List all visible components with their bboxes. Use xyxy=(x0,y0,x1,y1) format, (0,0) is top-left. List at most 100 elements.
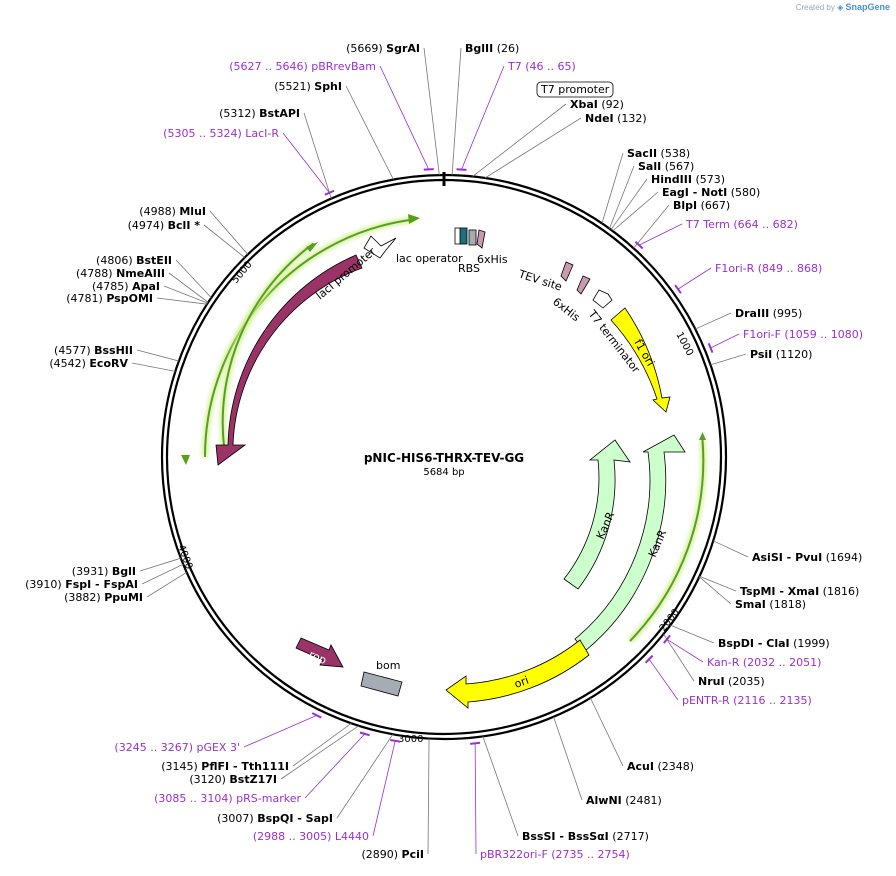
enzyme-position: (4577) xyxy=(54,344,94,357)
primer-marker-pentr-r xyxy=(644,654,654,664)
enzyme-name: EagI - NotI xyxy=(662,186,727,199)
enzyme-position: (995) xyxy=(769,307,802,320)
enzyme-name: PflFI - Tth111I xyxy=(201,760,289,773)
enzyme-label-sacii: SacII (538) xyxy=(627,147,690,160)
enzyme-leader-bgli xyxy=(139,557,181,572)
enzyme-label-nmeaiii: (4788) NmeAIII xyxy=(76,267,165,280)
enzyme-name: NmeAIII xyxy=(116,267,165,280)
enzyme-position: (4806) xyxy=(96,254,136,267)
primer-leader-laci-r xyxy=(282,132,330,194)
enzyme-position: (3145) xyxy=(161,760,201,773)
enzyme-name: ApaI xyxy=(132,280,160,293)
primer-label-prs-marker: (3085 .. 3104) pRS-marker xyxy=(154,792,301,805)
enzyme-position: (567) xyxy=(661,160,694,173)
enzyme-label-bspqi: (3007) BspQI - SapI xyxy=(217,812,333,825)
enzyme-position: (1818) xyxy=(766,598,806,611)
primer-leader-t7-term xyxy=(638,223,683,246)
enzyme-leader-mlui xyxy=(209,210,249,255)
feature-rbs: RBS xyxy=(458,262,480,275)
feature-6xhis-2: 6xHis xyxy=(550,295,582,324)
enzyme-site-labels: (5669) SgrAI BglII (26) (5521) SphI XbaI (9… xyxy=(25,42,862,861)
enzyme-leader-bsshii xyxy=(136,349,179,362)
primer-label-pentr-r: pENTR-R (2116 .. 2135) xyxy=(682,694,812,707)
enzyme-name: TspMI - XmaI xyxy=(740,585,819,598)
enzyme-leader-bcli xyxy=(203,224,245,258)
enzyme-label-bglii: BglII (26) xyxy=(465,42,519,55)
enzyme-label-pspomi: (4781) PspOMI xyxy=(66,292,153,305)
t7-promoter-box xyxy=(536,81,614,98)
primer-leader-f1ori-r xyxy=(677,267,712,290)
enzyme-label-sgrai: (5669) SgrAI xyxy=(346,42,420,55)
rop-arrow xyxy=(295,637,344,668)
enzyme-label-fspi: (3910) FspI - FspAI xyxy=(25,578,138,591)
enzyme-position: (2481) xyxy=(622,794,662,807)
enzyme-leader-bspqi xyxy=(336,734,394,819)
enzyme-leader-sali xyxy=(609,165,635,229)
enzyme-position: (573) xyxy=(692,173,725,186)
primer-leader-pentr-r xyxy=(648,658,679,701)
enzyme-leader-sacii xyxy=(601,152,624,224)
enzyme-label-smai: SmaI (1818) xyxy=(735,598,806,611)
f1-ori-arrow xyxy=(610,307,671,413)
enzyme-label-blpi: BlpI (667) xyxy=(673,199,730,212)
enzyme-leader-pspomi xyxy=(156,297,208,305)
enzyme-label-bspdi: BspDI - ClaI (1999) xyxy=(718,637,830,650)
primer-marker-f1ori-f xyxy=(707,343,714,354)
enzyme-label-bstapi: (5312) BstAPI xyxy=(219,107,300,120)
enzyme-leader-psii xyxy=(710,353,747,366)
enzyme-name: SgrAI xyxy=(386,42,420,55)
plasmid-name: pNIC-HIS6-THRX-TEV-GG xyxy=(364,451,524,465)
enzyme-leader-ecorv xyxy=(131,362,176,372)
feature-bom: bom xyxy=(376,659,400,672)
enzyme-label-eagi: EagI - NotI (580) xyxy=(662,186,760,199)
primer-leader-kan-r xyxy=(666,638,704,663)
enzyme-name: EcoRV xyxy=(89,357,128,370)
enzyme-name: BlpI xyxy=(673,199,697,212)
enzyme-position: (3007) xyxy=(217,812,257,825)
primer-leader-f1ori-f xyxy=(710,333,740,349)
primer-label-pgex3: (3245 .. 3267) pGEX 3' xyxy=(114,741,240,754)
enzyme-leader-eagi xyxy=(612,191,659,232)
enzyme-name: XbaI xyxy=(570,98,598,111)
enzyme-label-bgli: (3931) BglI xyxy=(72,565,136,578)
enzyme-leader-apai xyxy=(163,285,208,304)
enzyme-name: SalI xyxy=(638,160,661,173)
feature-6xhis-1: 6xHis xyxy=(477,253,508,266)
enzyme-label-sphi: (5521) SphI xyxy=(274,80,342,93)
enzyme-position: (1816) xyxy=(819,585,859,598)
enzyme-name: BstEII xyxy=(136,254,172,267)
primer-leader-t7 xyxy=(461,65,505,170)
kanr-arrow-2 xyxy=(574,434,686,652)
enzyme-position: (92) xyxy=(598,98,624,111)
enzyme-position: (4542) xyxy=(49,357,89,370)
enzyme-name: BspDI - ClaI xyxy=(718,637,790,650)
enzyme-name: DraIII xyxy=(735,307,769,320)
enzyme-leader-bstz17i xyxy=(280,725,359,780)
enzyme-leader-sgrai xyxy=(423,47,440,176)
plasmid-length: 5684 bp xyxy=(423,467,464,478)
primer-marker-kan-r xyxy=(663,634,671,644)
enzyme-name: NdeI xyxy=(585,112,614,125)
primer-label-pbr322ori-f: pBR322ori-F (2735 .. 2754) xyxy=(480,848,630,861)
enzyme-position: (4781) xyxy=(66,292,106,305)
enzyme-label-xbai: XbaI (92) xyxy=(570,98,624,111)
enzyme-leader-nrui xyxy=(663,633,695,682)
enzyme-label-apai: (4785) ApaI xyxy=(92,280,160,293)
enzyme-name: PsiI xyxy=(750,348,772,361)
credit-prefix: Created by xyxy=(795,3,835,12)
his1-box xyxy=(468,229,477,246)
enzyme-leader-blpi xyxy=(633,204,670,249)
orf-lacI-inner xyxy=(221,242,315,451)
primer-label-kan-r: Kan-R (2032 .. 2051) xyxy=(707,656,821,669)
enzyme-position: (4974) xyxy=(128,219,168,232)
bom-box xyxy=(360,671,403,697)
enzyme-name: AsiSI - PvuI xyxy=(752,551,822,564)
enzyme-name: MluI xyxy=(179,205,206,218)
primer-marker-pbrrevbam xyxy=(423,168,434,171)
enzyme-position: (1120) xyxy=(772,348,812,361)
enzyme-name: PciI xyxy=(402,848,424,861)
primer-marker-f1ori-r xyxy=(674,284,682,294)
primer-marker-laci-r xyxy=(324,189,335,196)
enzyme-position: (2717) xyxy=(609,830,649,843)
orf-arrow-4 xyxy=(181,455,190,465)
